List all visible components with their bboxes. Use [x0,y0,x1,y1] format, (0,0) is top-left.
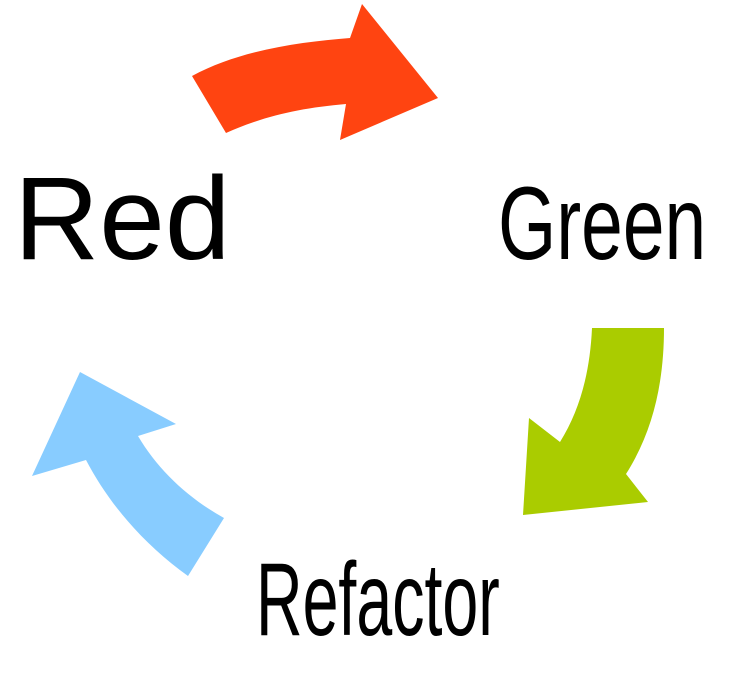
stage-label-red: Red [14,153,231,285]
refactor-to-red-arrow-icon [32,372,224,576]
stage-label-green: Green [498,166,707,282]
stage-label-refactor: Refactor [256,542,500,658]
red-to-green-arrow-icon [192,4,438,140]
green-to-refactor-arrow-icon [523,328,664,515]
